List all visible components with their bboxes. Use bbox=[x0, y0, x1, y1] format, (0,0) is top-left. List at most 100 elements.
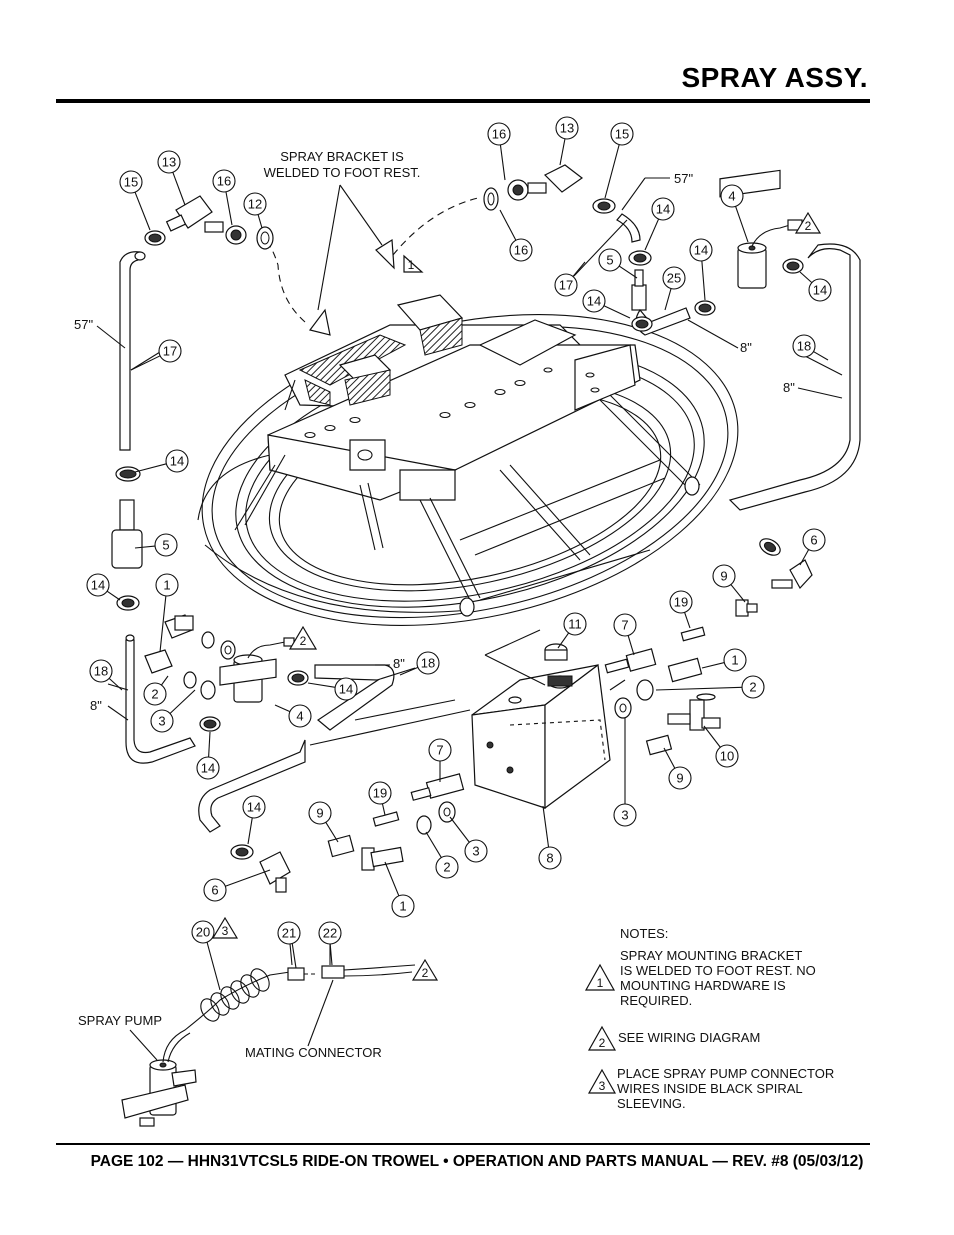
callout-circle bbox=[538, 846, 562, 870]
callout-circle bbox=[669, 590, 693, 614]
callout-leaders bbox=[106, 138, 829, 966]
callout-number: 14 bbox=[587, 294, 601, 309]
callout-leader bbox=[160, 675, 169, 686]
callout-leader bbox=[557, 632, 570, 649]
callout-circle bbox=[668, 766, 692, 790]
callout-number: 14 bbox=[813, 283, 827, 298]
len-57-right: 57" bbox=[674, 171, 693, 186]
callout-circle bbox=[720, 184, 744, 208]
svg-text:3: 3 bbox=[222, 924, 229, 938]
callout-number: 14 bbox=[91, 578, 105, 593]
footer-rule bbox=[56, 1143, 870, 1145]
callout-circle bbox=[165, 449, 189, 473]
svg-text:SEE WIRING DIAGRAM: SEE WIRING DIAGRAM bbox=[618, 1030, 760, 1045]
callout-circle bbox=[158, 339, 182, 363]
callout-circle bbox=[741, 675, 765, 699]
callout-leader bbox=[307, 682, 336, 688]
callout-number: 1 bbox=[399, 899, 406, 914]
callout-leader bbox=[274, 704, 291, 713]
callout-circle bbox=[89, 659, 113, 683]
svg-text:MOUNTING HARDWARE IS: MOUNTING HARDWARE IS bbox=[620, 978, 786, 993]
callout-leader bbox=[499, 144, 506, 181]
callout-number: 19 bbox=[373, 786, 387, 801]
callout-circle bbox=[487, 122, 511, 146]
callout-number: 14 bbox=[656, 202, 670, 217]
callout-leader bbox=[208, 731, 211, 758]
svg-text:WIRES INSIDE BLACK SPIRAL: WIRES INSIDE BLACK SPIRAL bbox=[617, 1081, 803, 1096]
callout-leader bbox=[384, 861, 400, 897]
callout-circle bbox=[662, 266, 686, 290]
left-solenoid-group: 2 8" 8" bbox=[90, 595, 416, 893]
callout-circle bbox=[651, 197, 675, 221]
callout-leader bbox=[499, 209, 517, 241]
svg-text:REQUIRED.: REQUIRED. bbox=[620, 993, 692, 1008]
callout-leader bbox=[225, 191, 233, 226]
callout-leader bbox=[730, 584, 746, 603]
callout-number: 16 bbox=[514, 243, 528, 258]
callout-circle bbox=[157, 150, 181, 174]
callout-circle bbox=[554, 273, 578, 297]
callout-number: 15 bbox=[124, 175, 138, 190]
svg-text:1: 1 bbox=[597, 976, 604, 990]
callout-leader bbox=[664, 288, 672, 311]
callout-leader bbox=[701, 662, 725, 669]
callout-circle bbox=[715, 744, 739, 768]
callout-circle bbox=[191, 920, 215, 944]
svg-text:PLACE SPRAY PUMP CONNECTOR: PLACE SPRAY PUMP CONNECTOR bbox=[617, 1066, 834, 1081]
callout-circle bbox=[391, 894, 415, 918]
callout-number: 2 bbox=[443, 860, 450, 875]
spray-pump: 2 SPRAY PUMP MATING CONNECTOR 3 bbox=[78, 916, 439, 1127]
callout-leader bbox=[425, 831, 442, 858]
callout-number: 16 bbox=[217, 174, 231, 189]
callout-number: 17 bbox=[163, 344, 177, 359]
callout-number: 14 bbox=[694, 243, 708, 258]
callout-circle bbox=[435, 855, 459, 879]
callout-leader bbox=[106, 590, 121, 601]
callout-leader bbox=[735, 206, 749, 243]
len-8-right: 8" bbox=[783, 380, 795, 395]
callout-leader bbox=[399, 666, 419, 676]
callout-circle bbox=[368, 781, 392, 805]
callout-circle bbox=[308, 801, 332, 825]
len-8-mid: 8" bbox=[393, 656, 405, 671]
notes-block: NOTES: 1 SPRAY MOUNTING BRACKET IS WELDE… bbox=[584, 926, 834, 1111]
page-footer: PAGE 102 — HHN31VTCSL5 RIDE-ON TROWEL • … bbox=[90, 1153, 864, 1170]
callout-leader bbox=[604, 144, 620, 199]
callout-circle bbox=[802, 528, 826, 552]
callout-circle bbox=[416, 651, 440, 675]
callout-leader bbox=[247, 817, 253, 845]
callout-leader bbox=[655, 686, 743, 691]
callout-number: 21 bbox=[282, 926, 296, 941]
svg-text:2: 2 bbox=[805, 219, 812, 233]
callout-circle bbox=[150, 709, 174, 733]
callout-number: 5 bbox=[606, 253, 613, 268]
callout-number: 18 bbox=[94, 664, 108, 679]
callout-number: 2 bbox=[749, 680, 756, 695]
callout-number: 22 bbox=[323, 926, 337, 941]
callout-leader bbox=[572, 261, 586, 277]
callout-number: 25 bbox=[667, 271, 681, 286]
callout-circle bbox=[613, 613, 637, 637]
callout-circle bbox=[143, 682, 167, 706]
callout-leader bbox=[449, 816, 470, 843]
callout-leader bbox=[159, 595, 167, 653]
callout-leader bbox=[225, 869, 271, 887]
spray-tank bbox=[309, 629, 626, 810]
callout-leader bbox=[559, 138, 566, 166]
callout-number: 10 bbox=[720, 749, 734, 764]
callout-number: 13 bbox=[560, 121, 574, 136]
callout-number: 11 bbox=[568, 617, 582, 632]
page-title: SPRAY ASSY. bbox=[681, 62, 868, 93]
callout-circle bbox=[154, 533, 178, 557]
len-8-left: 8" bbox=[90, 698, 102, 713]
callout-number: 1 bbox=[731, 653, 738, 668]
callout-circle bbox=[119, 170, 143, 194]
callout-circle bbox=[196, 756, 220, 780]
callout-number: 20 bbox=[196, 925, 210, 940]
callout-circle bbox=[243, 192, 267, 216]
callout-number: 15 bbox=[615, 127, 629, 142]
callout-leader bbox=[542, 805, 550, 848]
callout-number: 18 bbox=[797, 339, 811, 354]
